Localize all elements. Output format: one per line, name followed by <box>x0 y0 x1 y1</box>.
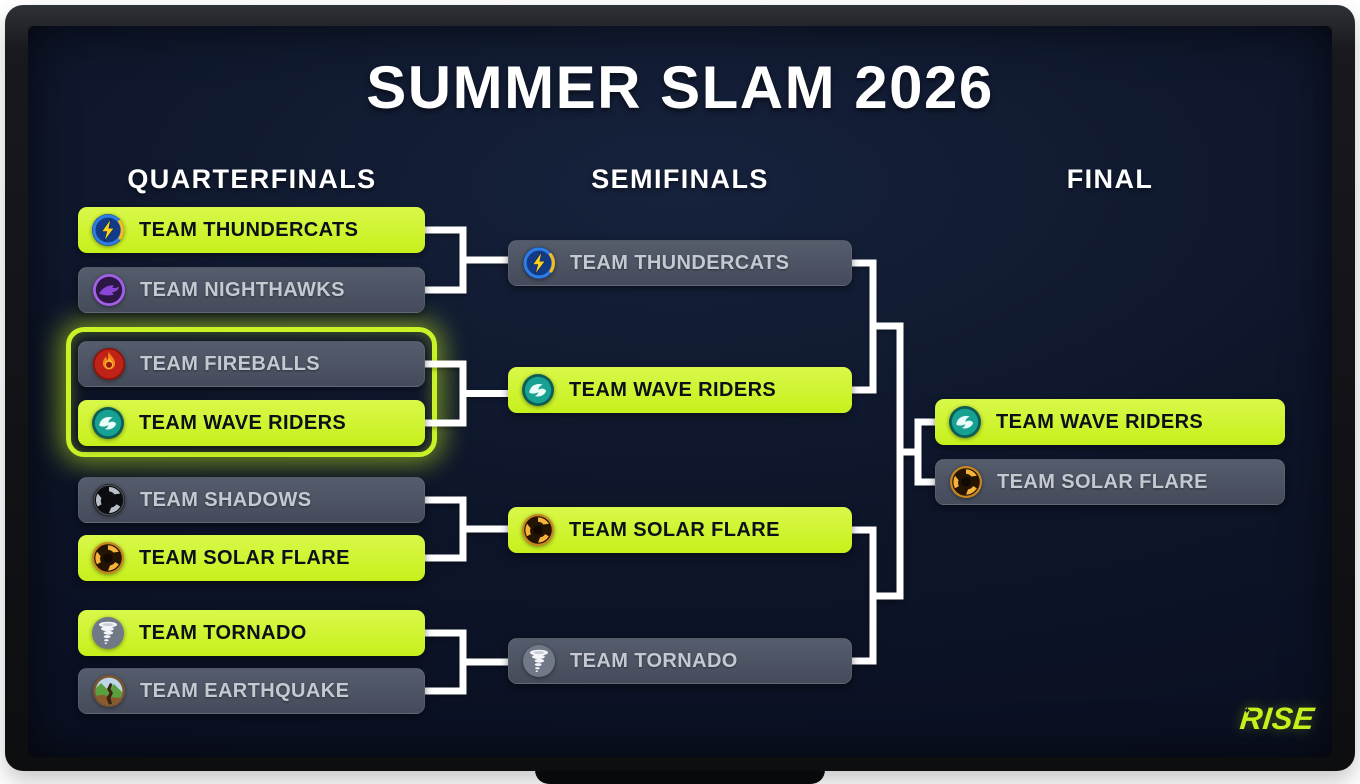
wave-riders-icon <box>90 405 126 441</box>
team-name: TEAM SHADOWS <box>140 488 312 511</box>
team-box-thundercats-sf: TEAM THUNDERCATS <box>508 240 852 286</box>
tornado-icon <box>521 643 557 679</box>
fireballs-icon <box>91 346 127 382</box>
team-name: TEAM THUNDERCATS <box>139 218 359 241</box>
team-box-thundercats-qf: TEAM THUNDERCATS <box>78 207 425 253</box>
team-box-earthquake-qf: TEAM EARTHQUAKE <box>78 668 425 714</box>
team-name: TEAM FIREBALLS <box>140 352 321 375</box>
team-name: TEAM NIGHTHAWKS <box>140 278 345 301</box>
column-header-quarterfinals: QUARTERFINALS <box>127 164 377 194</box>
team-box-fireballs-qf: TEAM FIREBALLS <box>78 341 425 387</box>
team-name: TEAM SOLAR FLARE <box>139 546 350 569</box>
team-name: TEAM SOLAR FLARE <box>997 470 1208 493</box>
team-name: TEAM EARTHQUAKE <box>140 679 350 702</box>
event-title: SUMMER SLAM 2026 <box>366 54 994 121</box>
column-header-final: FINAL <box>1066 164 1154 194</box>
team-box-tornado-sf: TEAM TORNADO <box>508 638 852 684</box>
thundercats-icon <box>90 212 126 248</box>
shadows-icon <box>91 482 127 518</box>
column-header-semifinals: SEMIFINALS <box>591 164 769 194</box>
team-box-tornado-qf: TEAM TORNADO <box>78 610 425 656</box>
team-name: TEAM TORNADO <box>139 621 307 644</box>
team-box-solar-flare-final: TEAM SOLAR FLARE <box>935 459 1285 505</box>
team-name: TEAM WAVE RIDERS <box>139 411 347 434</box>
bracket-connector-lines <box>425 226 935 695</box>
team-box-wave-riders-sf: TEAM WAVE RIDERS <box>508 367 852 413</box>
team-name: TEAM SOLAR FLARE <box>569 518 780 541</box>
nighthawks-icon <box>91 272 127 308</box>
active-match-highlight <box>66 327 437 457</box>
earthquake-icon <box>91 673 127 709</box>
tv-frame: SUMMER SLAM 2026 QUARTERFINALS SEMIFINAL… <box>5 5 1355 771</box>
solar-flare-icon <box>90 540 126 576</box>
team-box-wave-riders-qf: TEAM WAVE RIDERS <box>78 400 425 446</box>
team-box-solar-flare-qf: TEAM SOLAR FLARE <box>78 535 425 581</box>
solar-flare-icon <box>948 464 984 500</box>
wave-riders-icon <box>520 372 556 408</box>
solar-flare-icon <box>520 512 556 548</box>
tornado-icon <box>90 615 126 651</box>
team-box-nighthawks-qf: TEAM NIGHTHAWKS <box>78 267 425 313</box>
team-name: TEAM WAVE RIDERS <box>996 410 1204 433</box>
team-box-solar-flare-sf: TEAM SOLAR FLARE <box>508 507 852 553</box>
wave-riders-icon <box>947 404 983 440</box>
team-box-wave-riders-final: TEAM WAVE RIDERS <box>935 399 1285 445</box>
team-box-shadows-qf: TEAM SHADOWS <box>78 477 425 523</box>
team-name: TEAM TORNADO <box>570 649 738 672</box>
thundercats-icon <box>521 245 557 281</box>
team-name: TEAM WAVE RIDERS <box>569 378 777 401</box>
team-name: TEAM THUNDERCATS <box>570 251 790 274</box>
bracket-screen: SUMMER SLAM 2026 QUARTERFINALS SEMIFINAL… <box>28 26 1332 757</box>
